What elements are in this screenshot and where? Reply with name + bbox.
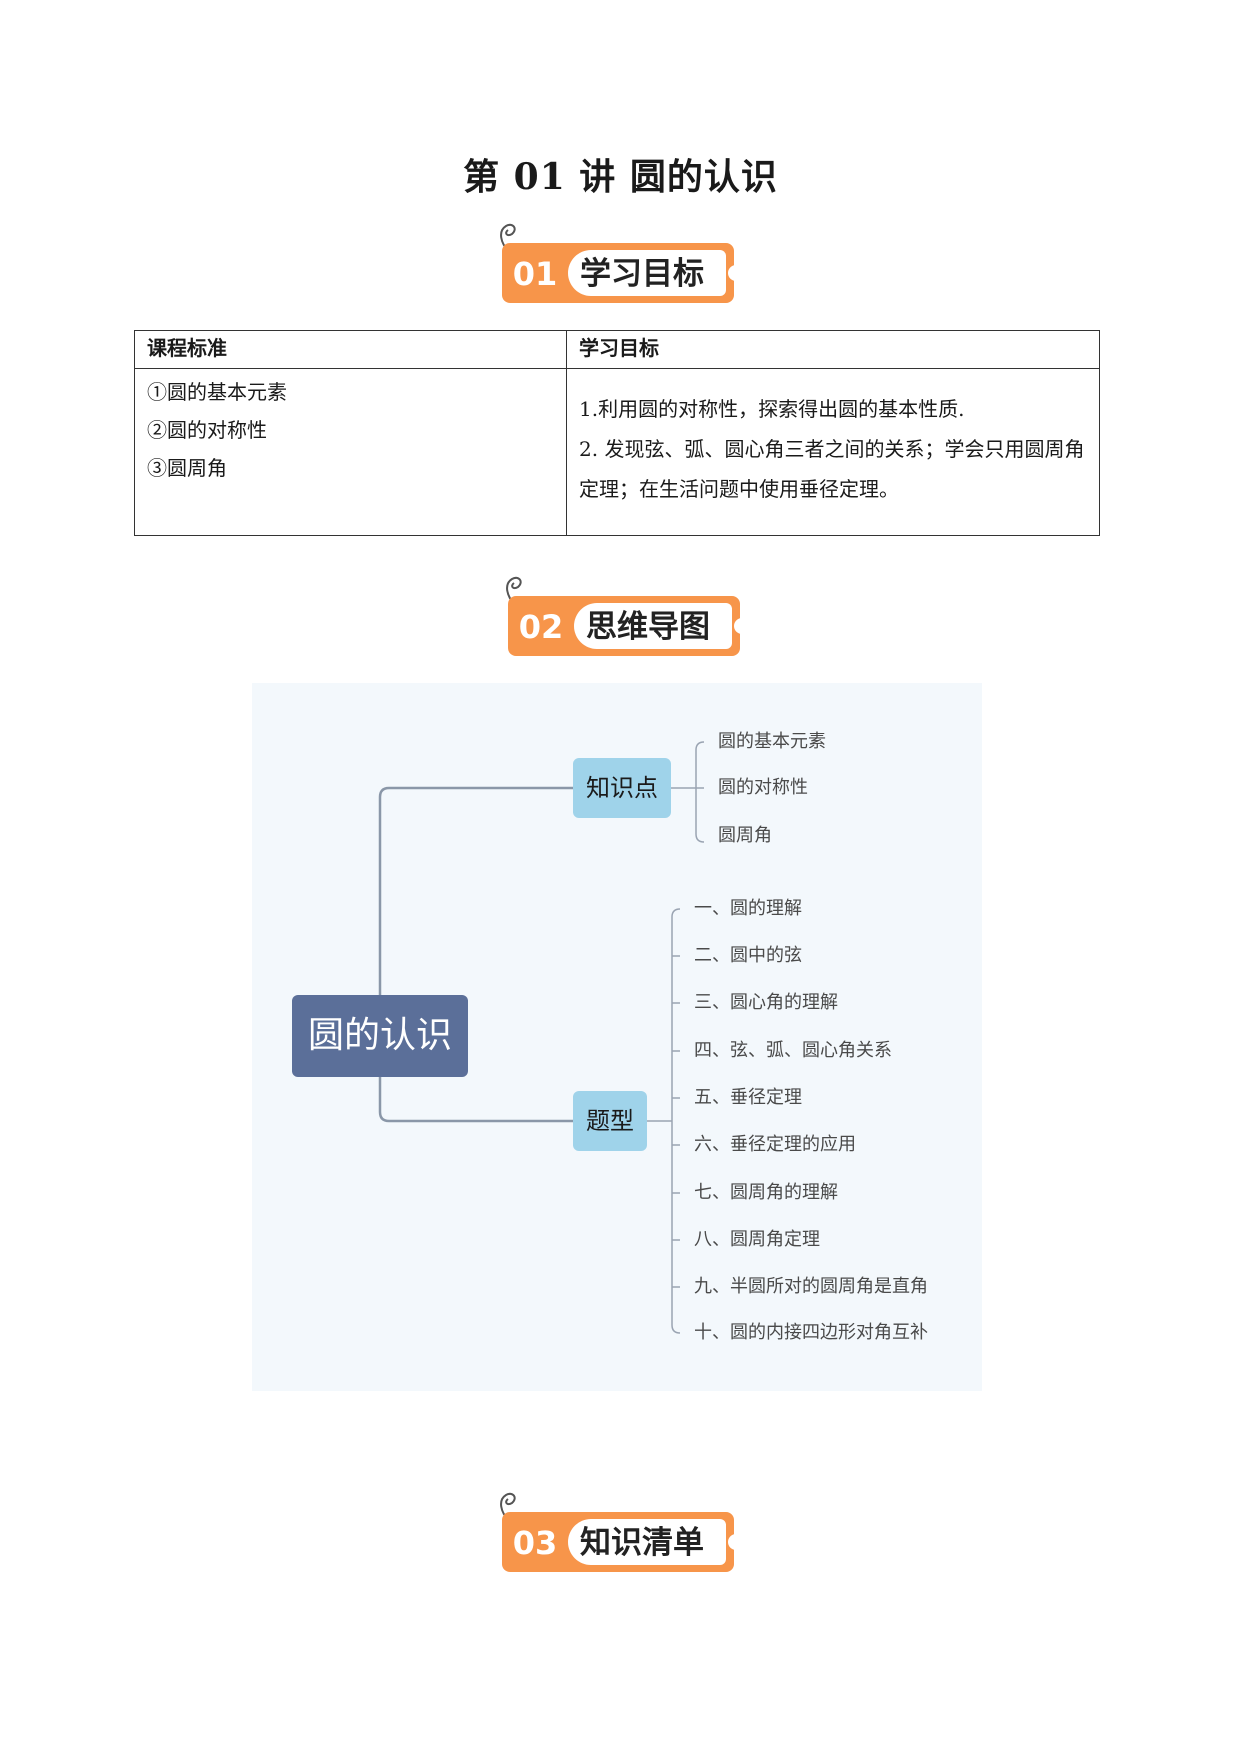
knowledge-leaf: 圆的基本元素 bbox=[718, 731, 826, 752]
standard-item: ③圆周角 bbox=[147, 456, 227, 480]
question-type-leaf: 六、垂径定理的应用 bbox=[694, 1134, 856, 1155]
branch-question-types: 题型 bbox=[573, 1091, 647, 1151]
section-number: 01 bbox=[512, 255, 558, 293]
paperclip-icon bbox=[506, 576, 522, 607]
paperclip-icon bbox=[500, 1492, 516, 1523]
mind-map: 圆的认识 知识点 题型 圆的基本元素 圆的对称性 圆周角 一、圆的理解 二、圆中… bbox=[252, 683, 982, 1391]
question-type-leaf: 二、圆中的弦 bbox=[694, 945, 802, 966]
mind-map-root: 圆的认识 bbox=[292, 995, 468, 1077]
knowledge-leaf: 圆周角 bbox=[718, 825, 772, 846]
section-number: 03 bbox=[512, 1524, 558, 1562]
standard-item: ①圆的基本元素 bbox=[147, 380, 287, 404]
question-type-leaf: 四、弦、弧、圆心角关系 bbox=[694, 1040, 892, 1061]
mind-map-connectors bbox=[378, 741, 705, 1334]
knowledge-leaf: 圆的对称性 bbox=[718, 777, 808, 798]
goals-cell: 1.利用圆的对称性，探索得出圆的基本性质. 2. 发现弦、弧、圆心角三者之间的关… bbox=[566, 368, 1100, 536]
branch-knowledge: 知识点 bbox=[573, 758, 671, 818]
question-type-leaf: 九、半圆所对的圆周角是直角 bbox=[694, 1276, 928, 1297]
question-type-leaf: 八、圆周角定理 bbox=[694, 1229, 820, 1250]
table-header-standard: 课程标准 bbox=[134, 330, 567, 369]
question-type-leaf: 三、圆心角的理解 bbox=[694, 992, 838, 1013]
section-label: 思维导图 bbox=[586, 609, 710, 645]
course-table: 课程标准 学习目标 ①圆的基本元素 ②圆的对称性 ③圆周角 1.利用圆的对称性，… bbox=[134, 330, 1100, 536]
section-label: 知识清单 bbox=[580, 1525, 704, 1561]
table-header-goal: 学习目标 bbox=[566, 330, 1100, 369]
standards-cell: ①圆的基本元素 ②圆的对称性 ③圆周角 bbox=[134, 368, 567, 536]
goal-item: 2. 发现弦、弧、圆心角三者之间的关系；学会只用圆周角定理；在生活问题中使用垂径… bbox=[579, 437, 1085, 501]
question-type-leaf: 十、圆的内接四边形对角互补 bbox=[694, 1322, 928, 1343]
question-type-leaf: 一、圆的理解 bbox=[694, 898, 802, 919]
standard-item: ②圆的对称性 bbox=[147, 418, 267, 442]
page-title: 第 01 讲 圆的认识 bbox=[463, 156, 778, 198]
section-number: 02 bbox=[518, 608, 564, 646]
goal-item: 1.利用圆的对称性，探索得出圆的基本性质. bbox=[579, 397, 965, 421]
question-type-leaf: 五、垂径定理 bbox=[694, 1087, 802, 1108]
question-type-leaf: 七、圆周角的理解 bbox=[694, 1182, 838, 1203]
section-badge-03: 03 知识清单 bbox=[500, 1492, 742, 1576]
section-badge-01: 01 学习目标 bbox=[500, 223, 742, 307]
section-label: 学习目标 bbox=[580, 256, 704, 292]
section-badge-02: 02 思维导图 bbox=[506, 576, 748, 660]
paperclip-icon bbox=[500, 223, 516, 254]
